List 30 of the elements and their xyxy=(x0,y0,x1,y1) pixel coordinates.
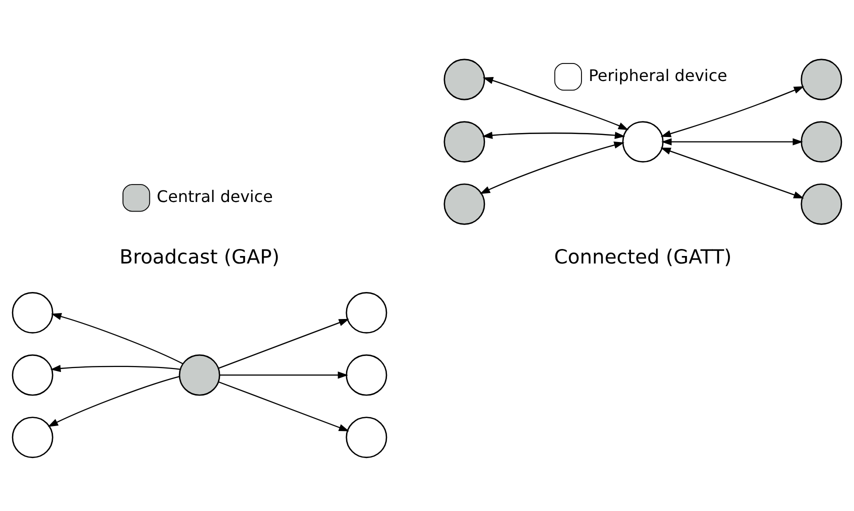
node-circle xyxy=(444,120,486,162)
arrow xyxy=(48,376,180,426)
arrow xyxy=(480,141,624,194)
arrow xyxy=(660,147,804,198)
arrow xyxy=(218,380,350,431)
arrow xyxy=(660,86,804,137)
arrow xyxy=(51,312,184,364)
node-circle xyxy=(178,354,220,396)
node-circle xyxy=(346,354,388,396)
node-circle xyxy=(12,354,54,396)
arrow xyxy=(482,131,626,138)
arrow xyxy=(218,318,350,368)
arrow xyxy=(50,364,180,372)
node-circle xyxy=(800,182,842,224)
node-circle xyxy=(800,120,842,162)
legend-label: Peripheral device xyxy=(588,65,728,84)
label: Broadcast (GAP) xyxy=(120,244,280,268)
arrow xyxy=(220,370,348,378)
node-circle xyxy=(12,292,54,333)
arrow xyxy=(482,76,629,130)
node-circle xyxy=(346,416,388,458)
node-circle xyxy=(800,58,842,100)
legend-label: Central device xyxy=(156,186,273,206)
label: Connected (GATT) xyxy=(554,244,732,268)
node-circle xyxy=(346,292,388,333)
node-circle xyxy=(444,182,486,224)
arrow xyxy=(661,138,804,145)
node-circle xyxy=(622,120,664,162)
node-circle xyxy=(12,416,54,458)
node-circle xyxy=(444,58,486,100)
